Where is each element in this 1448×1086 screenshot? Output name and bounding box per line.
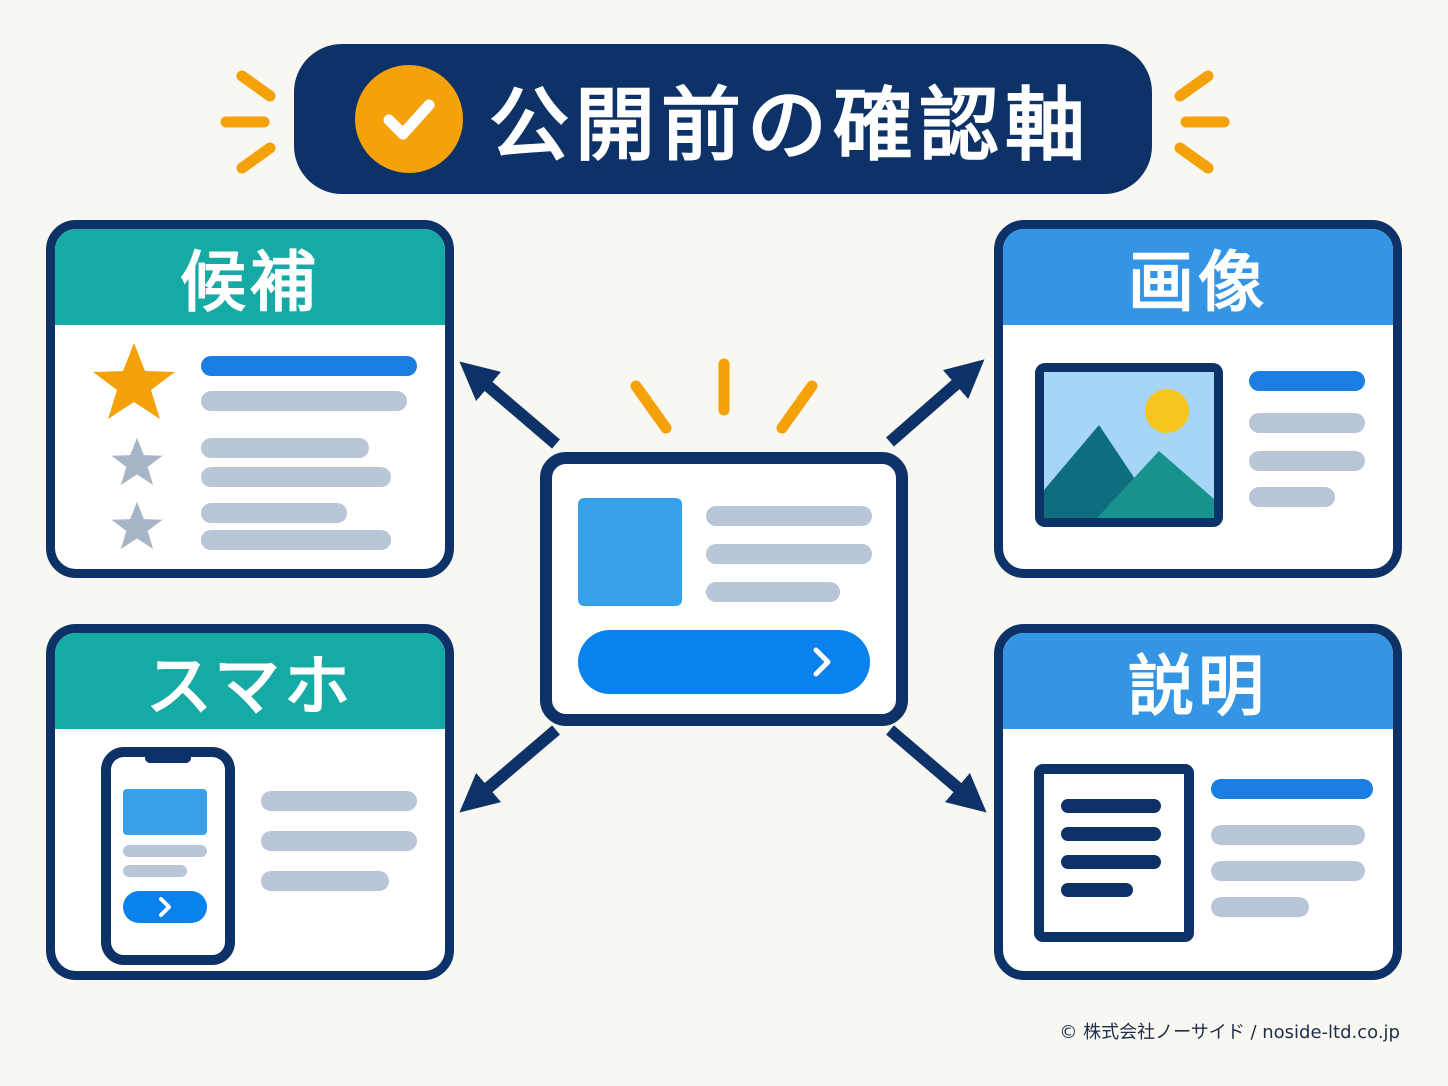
- center-page-card: [540, 452, 908, 726]
- arrow-icon: [459, 725, 560, 813]
- center-sparkle-icon: [630, 358, 818, 434]
- description-line: [1211, 861, 1365, 881]
- image-line: [1249, 413, 1365, 433]
- star-icon: [93, 343, 175, 419]
- star-icon: [111, 437, 163, 486]
- chevron-right-icon: [813, 647, 831, 677]
- card-images-title: 画像: [1003, 229, 1393, 325]
- card-smartphone: スマホ: [46, 624, 454, 980]
- center-cta-button[interactable]: [578, 630, 870, 694]
- candidate-line: [201, 467, 391, 487]
- smartphone-line: [261, 791, 417, 811]
- card-smartphone-body: [55, 729, 445, 971]
- description-line: [1211, 779, 1373, 799]
- document-icon: [1034, 764, 1194, 942]
- card-description: 説明: [994, 624, 1402, 980]
- card-candidates-body: [55, 325, 445, 569]
- phone-icon: [101, 747, 235, 965]
- image-line: [1249, 371, 1365, 391]
- center-thumbnail: [578, 498, 682, 606]
- arrow-icon: [459, 361, 560, 449]
- banner-sparkle-left-icon: [220, 70, 276, 174]
- card-description-title: 説明: [1003, 633, 1393, 729]
- card-description-body: [1003, 729, 1393, 971]
- description-line: [1211, 897, 1309, 917]
- copyright-credit: © 株式会社ノーサイド / noside-ltd.co.jp: [1059, 1022, 1400, 1043]
- center-line: [706, 582, 840, 602]
- card-candidates: 候補: [46, 220, 454, 578]
- arrow-icon: [886, 359, 985, 447]
- page-title: 公開前の確認軸: [489, 79, 1091, 172]
- smartphone-line: [261, 831, 417, 851]
- card-smartphone-title: スマホ: [55, 633, 445, 729]
- center-line: [706, 506, 872, 526]
- candidate-line: [201, 503, 347, 523]
- star-icon: [111, 501, 163, 550]
- candidate-line: [201, 391, 407, 411]
- center-line: [706, 544, 872, 564]
- image-line: [1249, 487, 1335, 507]
- description-line: [1211, 825, 1365, 845]
- candidate-line: [201, 530, 391, 550]
- card-candidates-title: 候補: [55, 229, 445, 325]
- card-images-body: [1003, 325, 1393, 569]
- image-icon: [1035, 363, 1223, 527]
- arrow-icon: [886, 725, 987, 813]
- title-banner: 公開前の確認軸: [294, 44, 1152, 194]
- candidate-line: [201, 438, 369, 458]
- candidate-line: [201, 356, 417, 376]
- card-images: 画像: [994, 220, 1402, 578]
- smartphone-line: [261, 871, 389, 891]
- image-line: [1249, 451, 1365, 471]
- check-icon: [355, 65, 463, 173]
- banner-sparkle-right-icon: [1174, 70, 1230, 174]
